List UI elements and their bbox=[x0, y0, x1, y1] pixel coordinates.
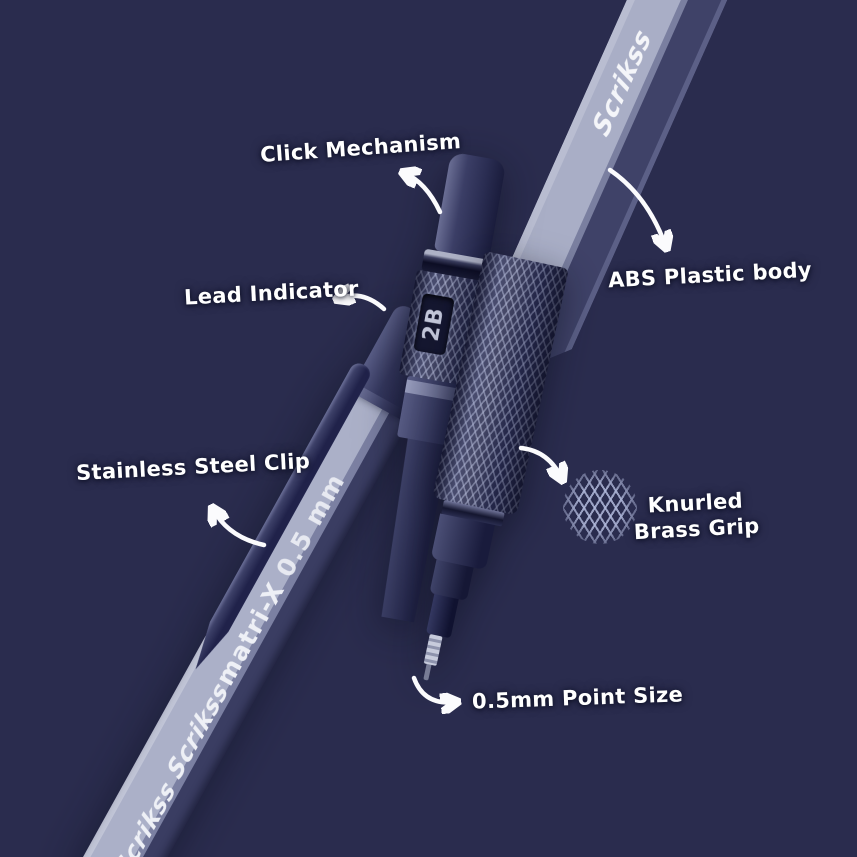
lead-indicator-window: 2B bbox=[413, 292, 455, 356]
label-click-mechanism: Click Mechanism bbox=[259, 129, 462, 167]
label-point-size: 0.5mm Point Size bbox=[471, 682, 684, 714]
lead-tip bbox=[422, 663, 431, 681]
label-lead-indicator: Lead Indicator bbox=[183, 276, 360, 310]
knurl-pattern-swatch bbox=[563, 470, 637, 544]
label-stainless-steel-clip: Stainless Steel Clip bbox=[75, 448, 311, 486]
nose-cone-step3 bbox=[425, 593, 459, 639]
lead-sleeve bbox=[423, 633, 443, 666]
label-abs-plastic-body: ABS Plastic body bbox=[607, 257, 813, 293]
label-knurled-brass-grip: Knurled Brass Grip bbox=[625, 486, 768, 546]
brand-logo-script: Scrikss bbox=[587, 22, 658, 143]
lead-grade-text: 2B bbox=[418, 305, 450, 344]
click-button bbox=[433, 151, 507, 260]
